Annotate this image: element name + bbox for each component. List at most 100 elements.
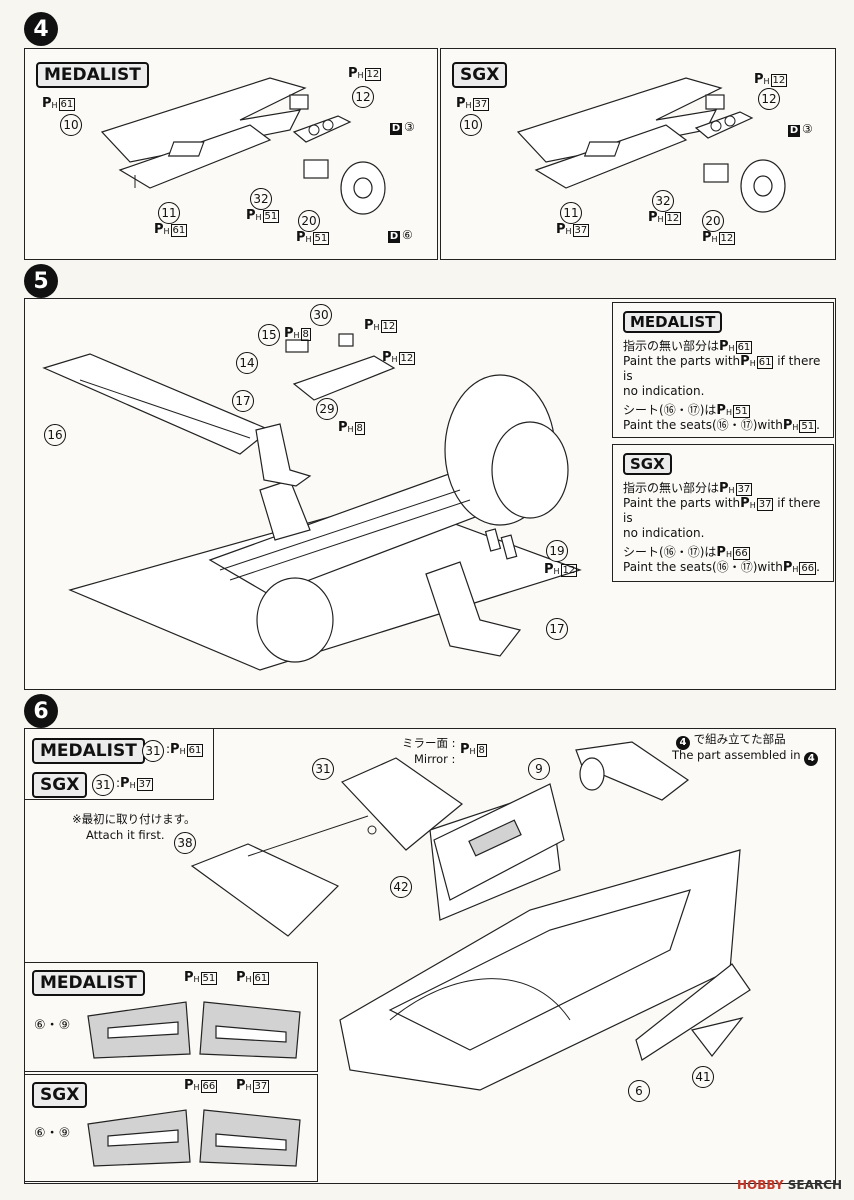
rear-tray-drawing bbox=[190, 815, 369, 937]
part-11-medalist: 11 bbox=[158, 202, 180, 224]
part-29: 29 bbox=[316, 398, 338, 420]
part-38: 38 bbox=[174, 832, 196, 854]
variant-tag-medalist: MEDALIST bbox=[32, 970, 145, 996]
meter-panel-sgx bbox=[694, 111, 754, 139]
note-jp-seats: シート( bbox=[623, 403, 664, 417]
part-20-medalist: 20 bbox=[298, 210, 320, 232]
part-10-medalist: 10 bbox=[60, 114, 82, 136]
dashboard-drawing-medalist bbox=[100, 77, 309, 189]
step-number: 4 bbox=[33, 16, 49, 42]
step-number: 5 bbox=[33, 268, 49, 294]
part-15: 15 bbox=[258, 324, 280, 346]
part-19: 19 bbox=[546, 540, 568, 562]
variant-tag-medalist: MEDALIST bbox=[623, 311, 723, 333]
watermark: HOBBY SEARCH bbox=[737, 1178, 842, 1192]
dashboard-drawing-sgx bbox=[516, 77, 725, 189]
pedals-drawing bbox=[484, 528, 518, 560]
note-jp-default: 指示の無い部分は bbox=[623, 339, 720, 353]
part-41: 41 bbox=[692, 1066, 714, 1088]
legend-part-31-medalist: 31 bbox=[142, 740, 164, 762]
assembled-part-note-en: The part assembled in 4 bbox=[672, 748, 819, 766]
note-en-default: Paint the parts with bbox=[623, 354, 741, 368]
step-5-badge: 5 bbox=[24, 264, 58, 298]
legend-part-31-sgx: 31 bbox=[92, 774, 114, 796]
mirror-label-jp: ミラー面 : bbox=[402, 736, 456, 750]
seat-drawing-front bbox=[255, 423, 312, 487]
switch-part-sgx bbox=[703, 163, 729, 183]
part-32-medalist: 32 bbox=[250, 188, 272, 210]
variant-tag-sgx: SGX bbox=[452, 62, 508, 88]
switch-part-medalist bbox=[303, 159, 329, 179]
assembled-part-note-jp: 4 で組み立てた部品 bbox=[676, 732, 786, 750]
chassis-floor-drawing bbox=[68, 374, 582, 671]
meter-panel-medalist bbox=[292, 115, 352, 143]
variant-tag-sgx: SGX bbox=[32, 1082, 88, 1108]
step-6-badge: 6 bbox=[24, 694, 58, 728]
variant-tag-medalist: MEDALIST bbox=[32, 738, 145, 764]
part-9: 9 bbox=[528, 758, 550, 780]
part-17-lower: 17 bbox=[546, 618, 568, 640]
part-30: 30 bbox=[310, 304, 332, 326]
dash-assembly-drawing bbox=[575, 741, 690, 801]
note-en-default: Paint the parts with bbox=[623, 496, 741, 510]
steering-wheel-medalist bbox=[340, 161, 386, 215]
door-trim-drawing-medalist bbox=[87, 1001, 301, 1059]
part-14: 14 bbox=[236, 352, 258, 374]
part-31: 31 bbox=[312, 758, 334, 780]
note-jp-seats: シート( bbox=[623, 545, 664, 559]
part-11-sgx: 11 bbox=[560, 202, 582, 224]
seat-drawing-loose bbox=[425, 561, 522, 657]
part-42: 42 bbox=[390, 876, 412, 898]
steering-wheel-sgx bbox=[740, 159, 786, 213]
variant-tag-sgx: SGX bbox=[623, 453, 672, 475]
part-6: 6 bbox=[628, 1080, 650, 1102]
console-drawing bbox=[285, 333, 396, 401]
part-20-sgx: 20 bbox=[702, 210, 724, 232]
door-trim-drawing-sgx bbox=[87, 1109, 301, 1167]
mirror-label-en: Mirror : bbox=[414, 752, 456, 766]
part-10-sgx: 10 bbox=[460, 114, 482, 136]
variant-tag-sgx: SGX bbox=[32, 772, 88, 798]
part-12-sgx: 12 bbox=[758, 88, 780, 110]
sun-visor-drawing bbox=[340, 757, 463, 851]
attach-first-note-jp: ※最初に取り付けます。 bbox=[72, 812, 196, 826]
attach-first-note-en: Attach it first. bbox=[86, 828, 165, 842]
door-parts-label-sgx: ⑥・⑨ bbox=[34, 1126, 71, 1141]
step-4-badge: 4 bbox=[24, 12, 58, 46]
part-17-upper: 17 bbox=[232, 390, 254, 412]
part-12-medalist: 12 bbox=[352, 86, 374, 108]
note-en-seats: Paint the seats( bbox=[623, 418, 717, 432]
note-en-seats: Paint the seats( bbox=[623, 560, 717, 574]
note-jp-default: 指示の無い部分は bbox=[623, 481, 720, 495]
door-panel-drawing bbox=[433, 783, 565, 901]
variant-tag-medalist: MEDALIST bbox=[36, 62, 149, 88]
part-16: 16 bbox=[44, 424, 66, 446]
side-panel-drawing bbox=[635, 963, 751, 1061]
door-parts-label-medalist: ⑥・⑨ bbox=[34, 1018, 71, 1033]
